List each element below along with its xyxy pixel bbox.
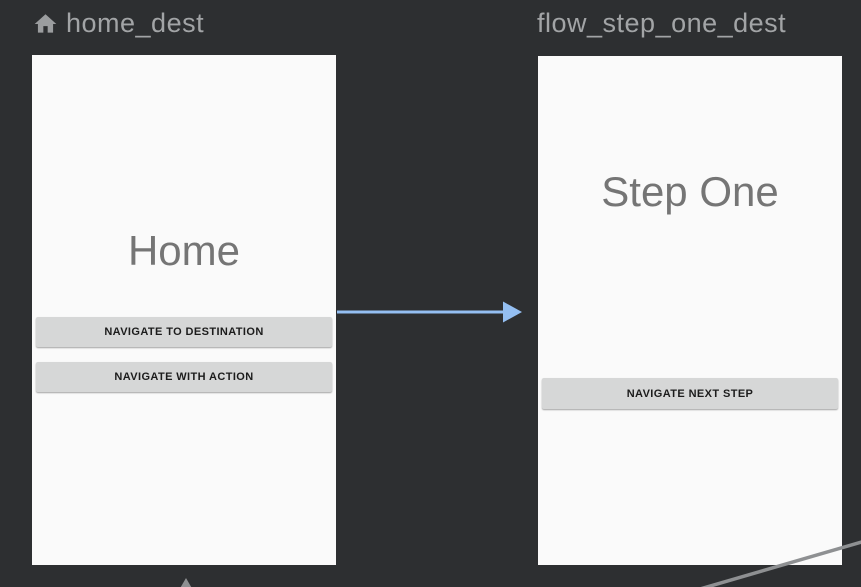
preview-button-navigate-next-step: NAVIGATE NEXT STEP (542, 378, 838, 409)
home-icon (34, 13, 57, 33)
preview-button-navigate-with-action: NAVIGATE WITH ACTION (36, 362, 332, 392)
destination-preview-home[interactable]: Home NAVIGATE TO DESTINATION NAVIGATE WI… (32, 55, 336, 565)
destination-label: flow_step_one_dest (537, 8, 787, 38)
edge-arrowhead-icon[interactable] (503, 301, 522, 323)
screen-title: Step One (601, 168, 779, 215)
destination-preview-step-one[interactable]: Step One NAVIGATE NEXT STEP (538, 56, 842, 565)
incoming-edge-arrowhead-icon[interactable] (180, 578, 192, 587)
destination-label: home_dest (66, 8, 205, 38)
destination-header-step-one[interactable]: flow_step_one_dest (537, 8, 786, 39)
action-edge-home-to-step-one[interactable] (337, 301, 522, 323)
screen-title: Home (127, 227, 241, 274)
destination-header-home[interactable]: home_dest (32, 8, 204, 39)
preview-button-navigate-to-destination: NAVIGATE TO DESTINATION (36, 317, 332, 347)
